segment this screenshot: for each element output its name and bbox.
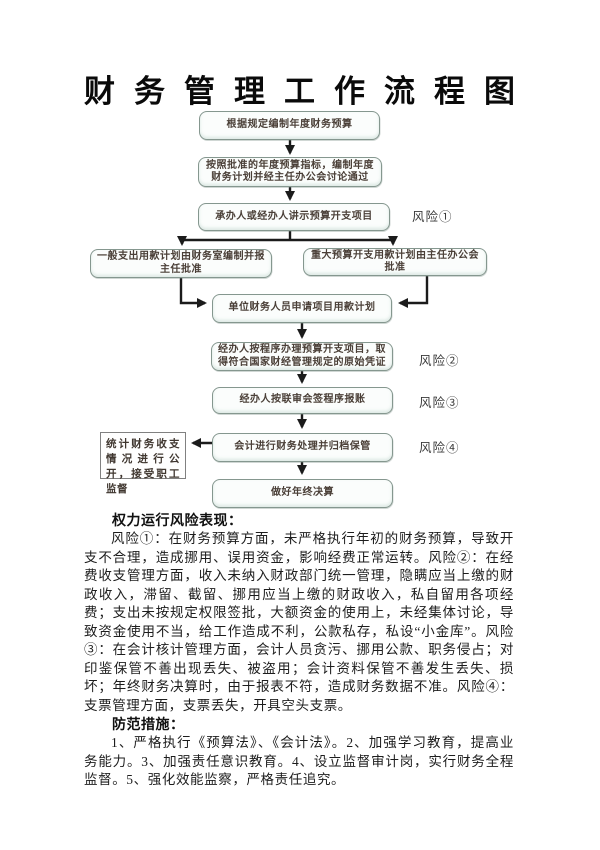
flow-arrows-graphic <box>177 140 429 475</box>
flow-step-label: 承办人或经办人讲示预算开支项目 <box>215 210 373 222</box>
flow-step-label: 重大预算开支用款计划由主任办公会批准 <box>311 249 479 274</box>
measures-section-heading: 防范措施： <box>112 716 185 732</box>
flow-step-label: 会计进行财务处理并归档保管 <box>234 441 371 453</box>
flow-step-joint-review: 经办人按联审会签程序报账 <box>212 387 393 414</box>
risk-label-2: 风险② <box>419 354 460 368</box>
flow-step-final-accounts: 做好年终决算 <box>212 479 393 508</box>
flow-step-annual-budget: 根据规定编制年度财务预算 <box>199 111 380 140</box>
flow-step-label: 一般支出用款计划由财务室编制并报主任批准 <box>97 251 265 275</box>
measures-section-body: 1、严格执行《预算法》、《会计法》。2、加强学习教育，提高业务能力。3、加强责任… <box>84 735 514 787</box>
flow-step-original-voucher: 经办人按程序办理预算开支项目，取得符合国家财经管理规定的原始凭证 <box>211 342 393 371</box>
flow-step-label: 根据规定编制年度财务预算 <box>226 119 353 131</box>
flowchart: 根据规定编制年度财务预算 按照批准的年度预算指标，编制年度财务计划并经主任办公会… <box>90 111 487 508</box>
risk-section-heading: 权力运行风险表现： <box>112 512 243 528</box>
flow-step-major-expense: 重大预算开支用款计划由主任办公会批准 <box>303 248 487 276</box>
flow-step-label: 统计财务收支情况进行公开，接受职工监督 <box>106 439 180 495</box>
flow-step-label: 按照批准的年度预算指标，编制年度财务计划并经主任办公会讨论通过 <box>206 159 374 184</box>
risk-section-body: 风险①：在财务预算方面，未严格执行年初的财务预算，导致开支不合理，造成挪用、误用… <box>84 531 514 713</box>
flow-step-general-expense: 一般支出用款计划由财务室编制并报主任批准 <box>90 249 272 278</box>
risk-label-4: 风险④ <box>419 441 460 455</box>
page-title: 财务管理工作流程图 <box>84 74 534 109</box>
flow-step-annual-plan: 按照批准的年度预算指标，编制年度财务计划并经主任办公会讨论通过 <box>198 157 382 187</box>
flow-side-disclosure: 统计财务收支情况进行公开，接受职工监督 <box>100 432 186 495</box>
flow-step-accounting-archive: 会计进行财务处理并归档保管 <box>212 433 393 462</box>
flow-step-label: 单位财务人员申请项目用款计划 <box>228 302 376 314</box>
flow-step-label: 经办人按联审会签程序报账 <box>239 394 366 406</box>
flow-step-apply-funds: 单位财务人员申请项目用款计划 <box>212 294 392 323</box>
risk-label-1: 风险① <box>412 210 453 224</box>
flow-step-request-expense: 承办人或经办人讲示预算开支项目 <box>198 203 390 231</box>
flow-step-label: 做好年终决算 <box>271 487 334 499</box>
text-sections: 权力运行风险表现： 风险①：在财务预算方面，未严格执行年初的财务预算，导致开支不… <box>84 511 514 790</box>
flow-step-label: 经办人按程序办理预算开支项目，取得符合国家财经管理规定的原始凭证 <box>218 344 386 368</box>
risk-label-3: 风险③ <box>419 396 460 410</box>
